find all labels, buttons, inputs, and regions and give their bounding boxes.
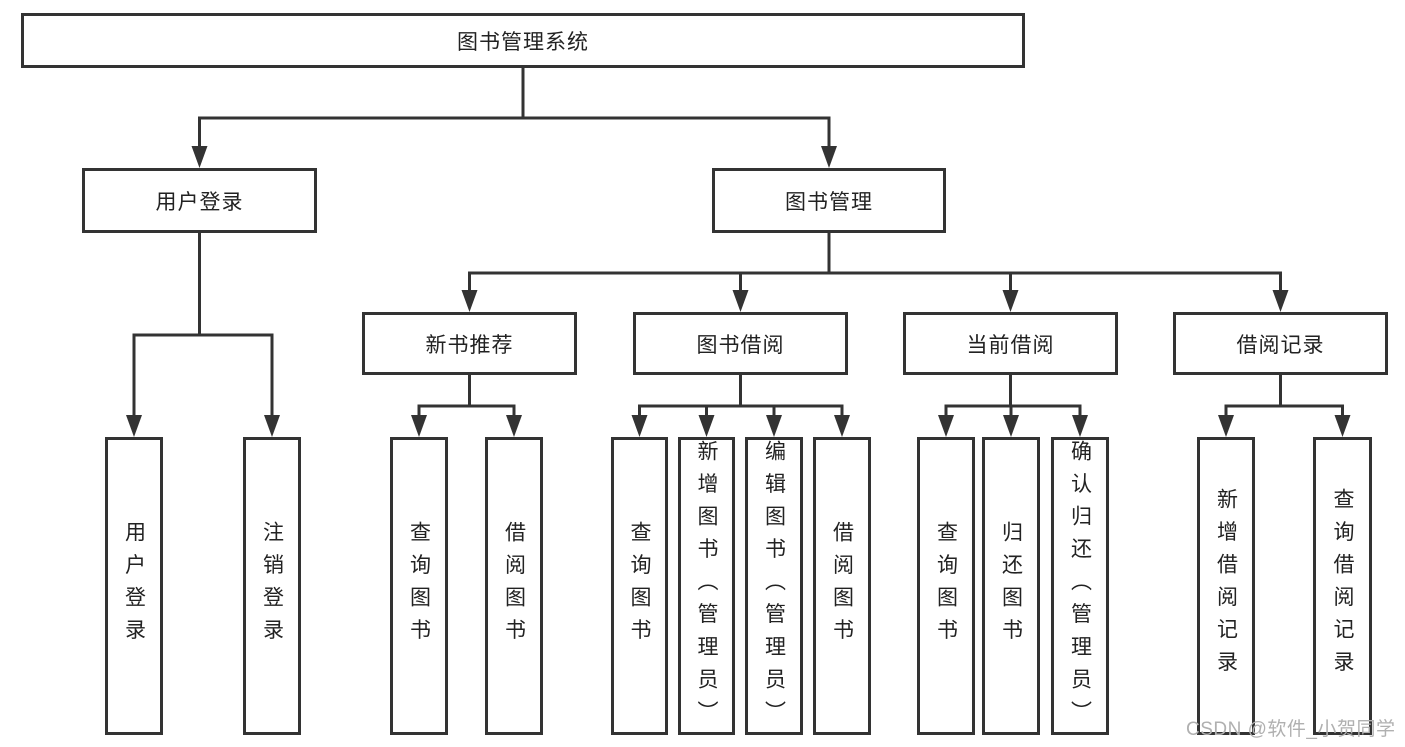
node-label: 新书推荐 (425, 333, 514, 357)
node-label: 当前借阅 (966, 333, 1055, 357)
node-new-book-recommend: 新书推荐 (362, 312, 577, 375)
node-add-book-admin: 新增图书（管理员） (678, 437, 735, 735)
arrowhead-icon (698, 415, 715, 437)
node-book-management: 图书管理 (712, 168, 946, 233)
node-query-books-current: 查询图书 (917, 437, 975, 735)
node-edit-book-admin: 编辑图书（管理员） (745, 437, 803, 735)
arrowhead-icon (1218, 415, 1234, 437)
node-user-login-action: 用户登录 (105, 437, 163, 735)
node-label: 图书借阅 (696, 333, 785, 357)
node-label: 图书管理 (785, 190, 873, 214)
arrowhead-icon (732, 290, 749, 312)
node-label: 注销登录 (260, 520, 284, 652)
arrowhead-icon (1002, 290, 1019, 312)
node-library-system: 图书管理系统 (21, 13, 1025, 68)
arrowhead-icon (834, 415, 850, 437)
node-borrowing-records: 借阅记录 (1173, 312, 1388, 375)
node-label: 确认归还（管理员） (1068, 439, 1092, 733)
node-label: 用户登录 (122, 520, 146, 652)
arrowhead-icon (1072, 415, 1088, 437)
arrowhead-icon (1334, 415, 1351, 437)
node-label: 查询图书 (934, 520, 958, 652)
node-label: 编辑图书（管理员） (762, 439, 786, 733)
node-label: 借阅图书 (502, 520, 526, 652)
node-add-borrow-record: 新增借阅记录 (1197, 437, 1255, 735)
arrowhead-icon (631, 415, 648, 437)
node-label: 查询图书 (628, 520, 651, 652)
node-user-login: 用户登录 (82, 168, 317, 233)
node-book-borrowing: 图书借阅 (633, 312, 848, 375)
arrowhead-icon (506, 415, 522, 437)
node-label: 归还图书 (999, 520, 1023, 652)
node-label: 查询图书 (407, 520, 431, 652)
node-query-books-borrowing: 查询图书 (611, 437, 668, 735)
node-label: 查询借阅记录 (1331, 488, 1354, 684)
node-label: 图书管理系统 (457, 30, 589, 54)
arrowhead-icon (191, 146, 208, 168)
arrowhead-icon (264, 415, 280, 437)
node-query-books-recommend: 查询图书 (390, 437, 448, 735)
watermark: CSDN @软件_小贺同学 (1186, 719, 1396, 740)
node-confirm-return-admin: 确认归还（管理员） (1051, 437, 1109, 735)
arrowhead-icon (411, 415, 427, 437)
arrowhead-icon (1272, 290, 1289, 312)
node-return-books: 归还图书 (982, 437, 1040, 735)
node-borrow-books-borrowing: 借阅图书 (813, 437, 871, 735)
node-label: 借阅记录 (1236, 333, 1325, 357)
arrowhead-icon (1003, 415, 1019, 437)
arrowhead-icon (126, 415, 142, 437)
arrowhead-icon (938, 415, 954, 437)
node-label: 用户登录 (155, 190, 244, 214)
arrowhead-icon (766, 415, 782, 437)
node-label: 新增图书（管理员） (695, 439, 718, 733)
node-current-borrowing: 当前借阅 (903, 312, 1118, 375)
arrowhead-icon (821, 146, 837, 168)
node-label: 借阅图书 (830, 520, 854, 652)
node-logout-action: 注销登录 (243, 437, 301, 735)
node-label: 新增借阅记录 (1214, 488, 1238, 684)
arrowhead-icon (461, 290, 478, 312)
node-query-borrow-record: 查询借阅记录 (1313, 437, 1372, 735)
node-borrow-books-recommend: 借阅图书 (485, 437, 543, 735)
